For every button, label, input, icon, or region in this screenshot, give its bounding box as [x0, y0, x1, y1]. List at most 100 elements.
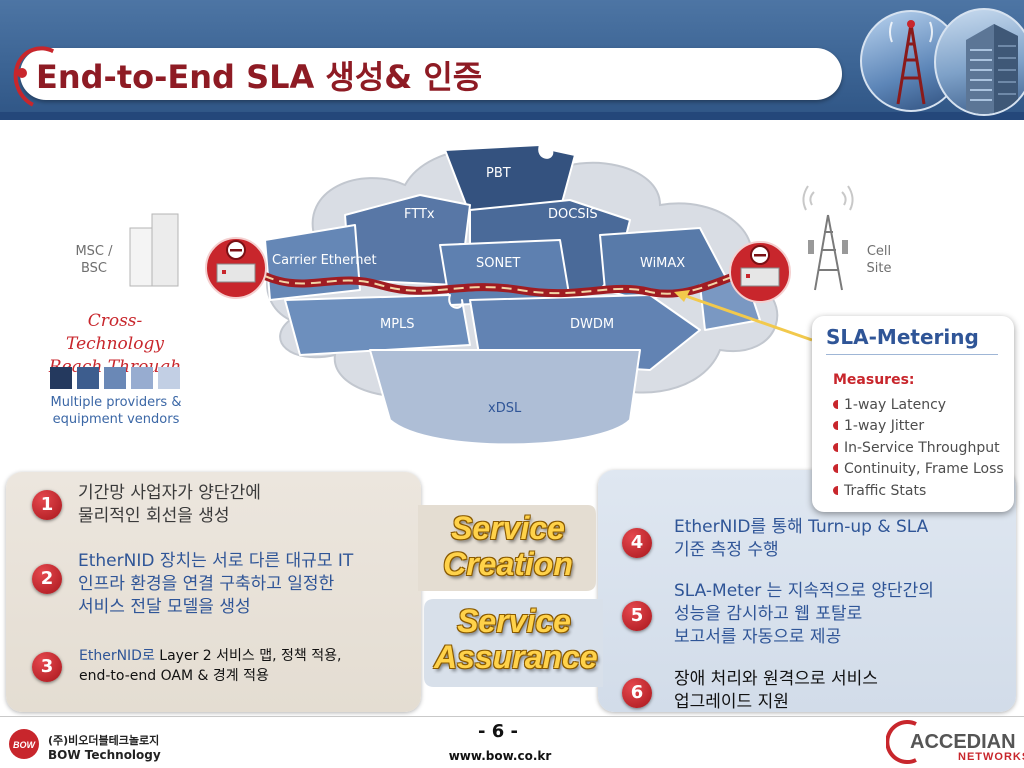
step-1-badge: 1 — [32, 490, 62, 520]
label-fttx: FTTx — [404, 207, 435, 222]
measure-item: Continuity, Frame Loss — [833, 461, 1004, 477]
step-4-line-1: EtherNID를 통해 Turn-up & SLA — [674, 517, 929, 537]
step-5-line-2: 성능을 감시하고 웹 포탈로 — [674, 604, 863, 624]
bullet-icon — [833, 421, 838, 430]
color-swatch-2 — [77, 367, 99, 389]
label-dwdm: DWDM — [570, 317, 615, 332]
step-1-line-2: 물리적인 회선을 생성 — [78, 506, 230, 526]
sla-metering-divider — [826, 354, 998, 355]
cell-site-label: Cell Site — [862, 243, 896, 277]
company-name-english: BOW Technology — [48, 748, 161, 762]
providers-line-2: equipment vendors — [52, 412, 180, 427]
msc-label-line-2: BSC — [80, 261, 108, 276]
measure-item: Traffic Stats — [833, 483, 926, 499]
label-wimax: WiMAX — [640, 256, 686, 271]
step-6-line-2: 업그레이드 지원 — [674, 692, 789, 712]
measure-item-text: In-Service Throughput — [844, 440, 1000, 456]
step-6-line-1: 장애 처리와 원격으로 서비스 — [674, 669, 878, 689]
label-mpls: MPLS — [380, 317, 415, 332]
measure-item: In-Service Throughput — [833, 440, 1000, 456]
building-photo-icon — [966, 24, 1018, 114]
providers-line-1: Multiple providers & — [50, 395, 182, 410]
label-xdsl: xDSL — [488, 401, 522, 416]
center-banners — [418, 505, 603, 687]
color-swatch-3 — [104, 367, 126, 389]
step-3-line-2: end-to-end OAM & 경계 적용 — [79, 668, 269, 684]
step-4-line-2: 기준 측정 수행 — [674, 540, 779, 560]
step-6-text: 장애 처리와 원격으로 서비스 업그레이드 지원 — [674, 668, 878, 714]
measure-item-text: Traffic Stats — [844, 483, 927, 499]
footer-divider — [0, 716, 1024, 717]
bullet-icon — [833, 464, 838, 473]
color-swatch-4 — [131, 367, 153, 389]
accedian-logo-icon — [886, 720, 917, 764]
ethernid-left-device-icon — [205, 237, 267, 299]
service-assurance-label: Service Assurance — [434, 603, 598, 675]
msc-label-line-1: MSC / — [75, 244, 113, 259]
step-1-line-1: 기간망 사업자가 양단간에 — [78, 483, 261, 503]
page-number: - 6 - — [478, 721, 518, 742]
bullet-icon — [833, 486, 838, 495]
sla-metering-box — [812, 316, 1014, 512]
sla-metering-title: SLA-Metering — [826, 325, 979, 349]
accedian-logo-text: ACCEDIAN — [910, 731, 1016, 753]
footer-url[interactable]: www.bow.co.kr — [448, 749, 552, 763]
bullet-icon — [833, 443, 838, 452]
providers-caption: Multiple providers & equipment vendors — [36, 394, 196, 428]
bow-logo-icon: BOW — [9, 729, 39, 759]
bow-logo-text: BOW — [13, 740, 37, 750]
cell-site-line-2: Site — [866, 261, 892, 276]
step-3-prefix: EtherNID로 — [79, 648, 155, 664]
building-photo — [934, 8, 1024, 116]
service-creation-line-1: Service — [451, 510, 565, 546]
measure-item: 1-way Jitter — [833, 418, 924, 434]
step-2-line-2: 인프라 환경을 연결 구축하고 일정한 — [78, 574, 335, 594]
company-name-korean: (주)비오더블테크놀로지 — [48, 734, 160, 747]
sla-meter-arrow — [679, 292, 813, 342]
measure-item-text: 1-way Latency — [844, 397, 947, 413]
step-1-text: 기간망 사업자가 양단간에 물리적인 회선을 생성 — [78, 482, 261, 528]
msc-building-icon — [129, 213, 179, 287]
step-2-badge: 2 — [32, 564, 62, 594]
page-title: End-to-End SLA 생성& 인증 — [36, 58, 483, 96]
measure-item-text: 1-way Jitter — [844, 418, 925, 434]
accedian-networks-text: NETWORKS — [958, 751, 1024, 763]
color-swatch-1 — [50, 367, 72, 389]
step-5-text: SLA-Meter 는 지속적으로 양단간의 성능을 감시하고 웹 포탈로 보고… — [674, 580, 934, 649]
service-creation-label: Service Creation — [428, 510, 588, 582]
step-3-line-1-rest: Layer 2 서비스 맵, 정책 적용, — [154, 648, 342, 664]
msc-bsc-label: MSC / BSC — [66, 243, 122, 277]
step-2-line-1: EtherNID 장치는 서로 다른 대규모 IT — [78, 551, 354, 571]
measure-item-text: Continuity, Frame Loss — [844, 461, 1004, 477]
service-assurance-line-2: Assurance — [434, 639, 598, 675]
color-swatch-5 — [158, 367, 180, 389]
step-5-line-3: 보고서를 자동으로 제공 — [674, 627, 842, 647]
cell-tower-icon — [802, 185, 854, 291]
label-docsis: DOCSIS — [548, 207, 598, 222]
service-creation-panel — [6, 472, 421, 712]
cell-site-line-1: Cell — [866, 244, 892, 259]
service-assurance-line-1: Service — [457, 603, 571, 639]
network-puzzle-diagram — [129, 144, 854, 446]
step-5-badge: 5 — [622, 601, 652, 631]
label-pbt: PBT — [486, 166, 511, 181]
puzzle-piece-mpls — [284, 294, 471, 356]
measure-item: 1-way Latency — [833, 397, 946, 413]
step-5-line-1: SLA-Meter 는 지속적으로 양단간의 — [674, 581, 934, 601]
label-sonet: SONET — [476, 256, 521, 271]
puzzle-piece-xdsl — [369, 349, 641, 446]
step-3-text: EtherNID로 Layer 2 서비스 맵, 정책 적용, end-to-e… — [79, 646, 341, 686]
ethernid-right-device-icon — [729, 241, 791, 303]
step-4-badge: 4 — [622, 528, 652, 558]
step-2-line-3: 서비스 전달 모델을 생성 — [78, 597, 251, 617]
step-3-badge: 3 — [32, 652, 62, 682]
step-2-text: EtherNID 장치는 서로 다른 대규모 IT 인프라 환경을 연결 구축하… — [78, 550, 353, 619]
bullet-icon — [833, 400, 838, 409]
title-dot — [17, 68, 27, 78]
cross-technology-line-1: Cross-Technology — [66, 311, 164, 354]
title-pill — [20, 48, 842, 100]
step-3-line-1: EtherNID로 Layer 2 서비스 맵, 정책 적용, — [79, 646, 341, 666]
step-6-badge: 6 — [622, 678, 652, 708]
step-4-text: EtherNID를 통해 Turn-up & SLA 기준 측정 수행 — [674, 516, 928, 562]
service-creation-line-2: Creation — [443, 546, 573, 582]
